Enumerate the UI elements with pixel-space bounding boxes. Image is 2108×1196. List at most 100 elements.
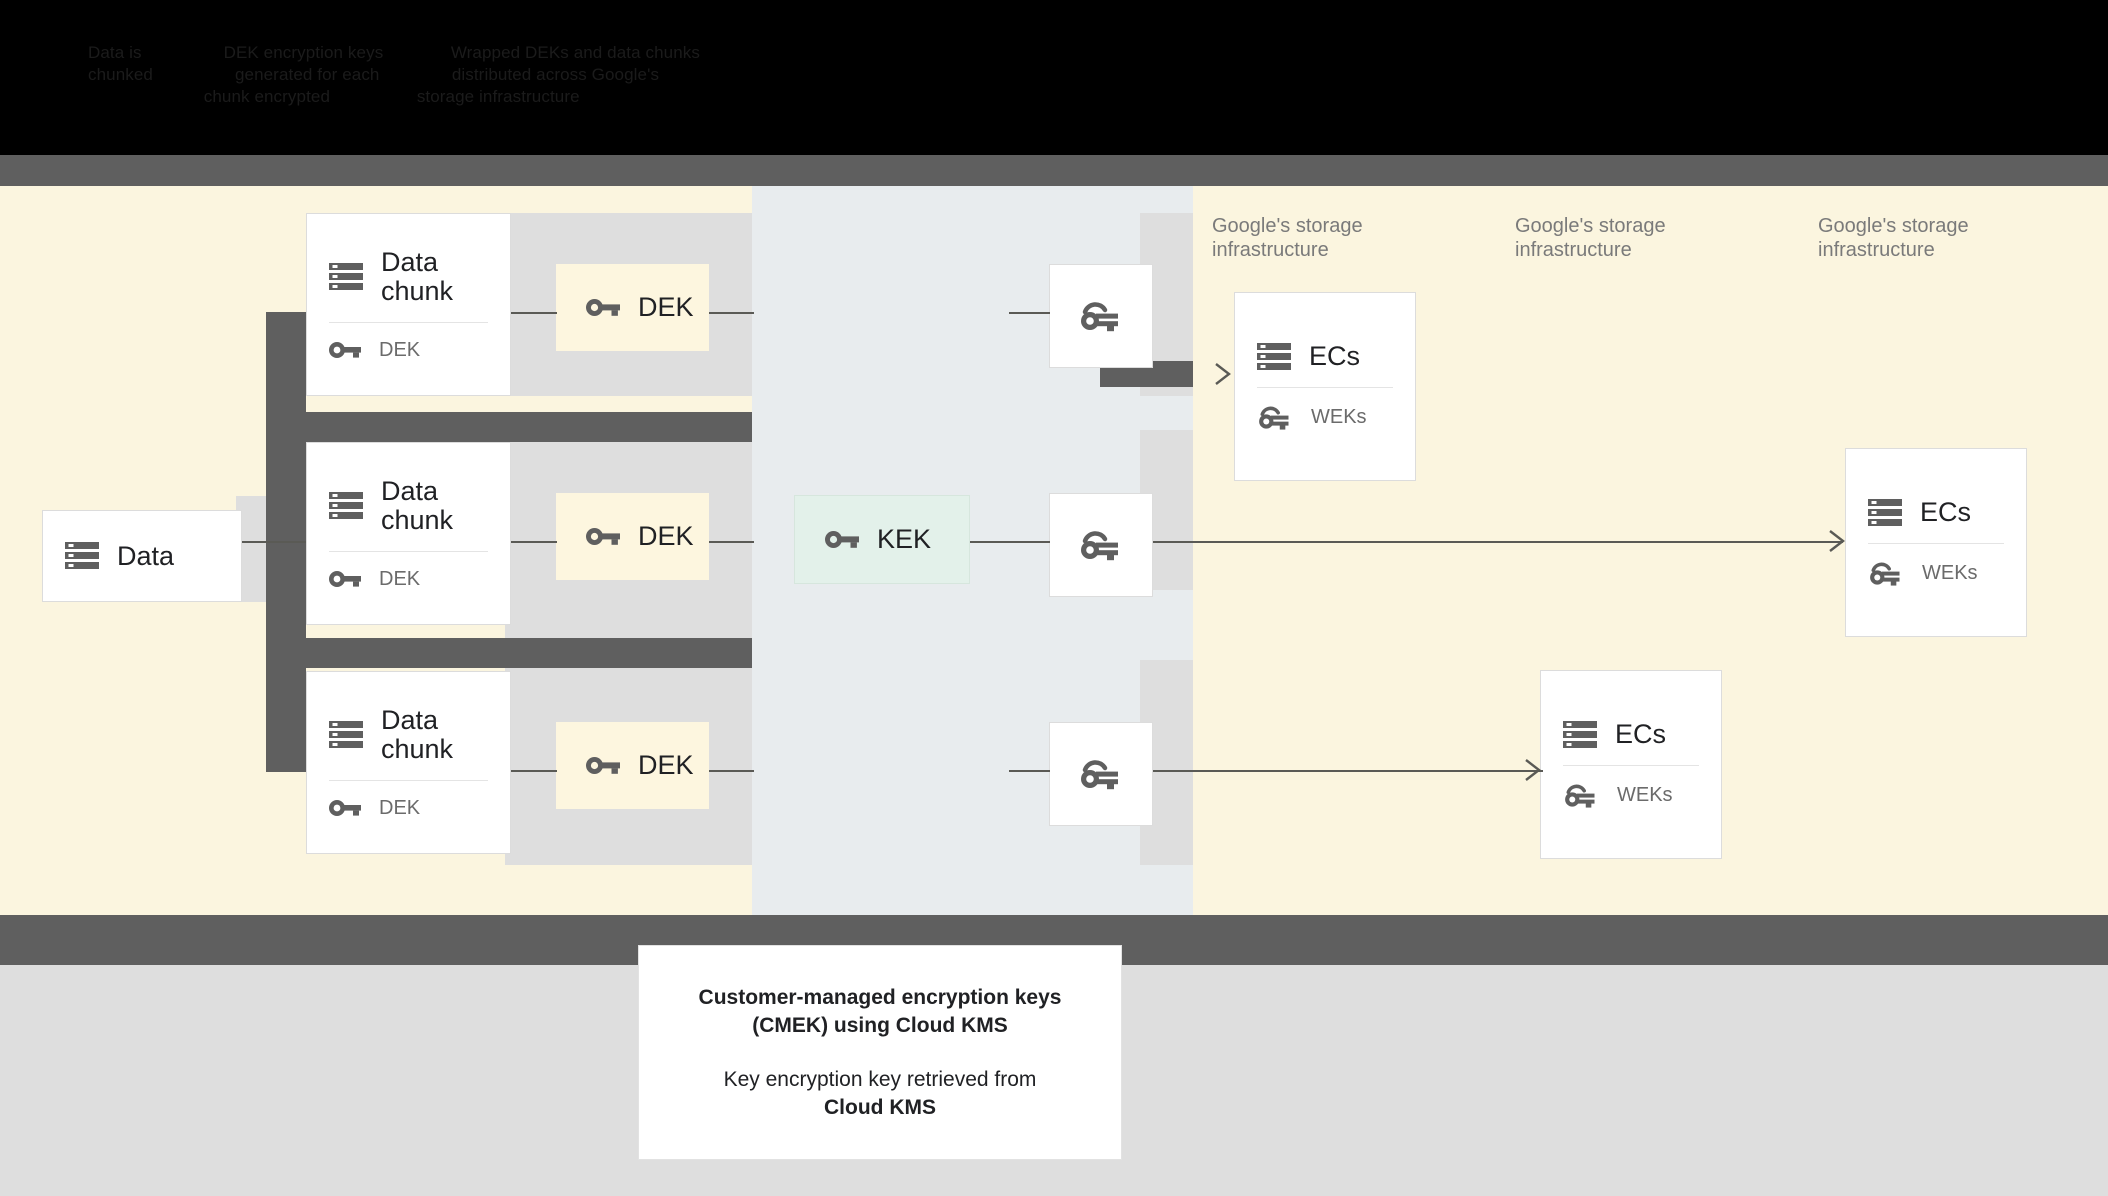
card-divider [1257, 387, 1393, 388]
card-storage-1[interactable]: ECs WEKs [1234, 292, 1416, 481]
wrapped-key-icon [1079, 528, 1123, 562]
dek-box-3-label: DEK [638, 750, 694, 780]
header-text-line-3: chunk encrypted storage infrastructure [88, 87, 580, 106]
card-storage-1-title: ECs [1309, 341, 1361, 371]
card-data-chunk-3-key: DEK [307, 797, 510, 820]
region-label-1: Google's storage infrastructure [1212, 215, 1363, 261]
key-icon [586, 526, 620, 547]
database-icon [329, 262, 363, 291]
card-data-chunk-1-key: DEK [307, 339, 510, 362]
database-icon [329, 720, 363, 749]
connector-dek3-out [709, 770, 754, 772]
key-icon [329, 569, 361, 589]
wrapped-key-icon [1563, 782, 1599, 809]
region-label-2: Google's storage infrastructure [1515, 215, 1666, 261]
dek-box-1[interactable]: DEK [556, 264, 709, 351]
key-icon [586, 755, 620, 776]
card-divider [1563, 765, 1699, 766]
kek-box[interactable]: KEK [794, 495, 970, 584]
card-storage-2-title: ECs [1615, 719, 1667, 749]
dek-box-1-label: DEK [638, 292, 694, 322]
card-data-chunk-2-key-label: DEK [379, 567, 421, 590]
card-data-chunk-2-header: Data chunk [307, 475, 510, 535]
card-data-source-title: Data [117, 540, 175, 571]
caption-title-line-2: (CMEK) using Cloud KMS [752, 1013, 1008, 1037]
card-storage-3[interactable]: ECs WEKs [1845, 448, 2027, 637]
dek-box-2[interactable]: DEK [556, 493, 709, 580]
caption-title-line-1: Customer-managed encryption keys [698, 985, 1062, 1009]
region-label-3: Google's storage infrastructure [1818, 215, 1969, 261]
card-data-chunk-2-key: DEK [307, 568, 510, 591]
connector-wrapped3-to-storage2 [1153, 770, 1543, 772]
wrapped-key-icon [1079, 757, 1123, 791]
header-text-line-1: Data is DEK encryption keys Wrapped DEKs… [88, 43, 700, 62]
card-data-chunk-1-header: Data chunk [307, 246, 510, 306]
card-data-chunk-1-title: Data chunk [381, 246, 454, 306]
card-data-chunk-1[interactable]: Data chunk DEK [306, 213, 511, 396]
database-icon [1257, 342, 1291, 371]
card-data-chunk-2[interactable]: Data chunk DEK [306, 442, 511, 625]
card-storage-2[interactable]: ECs WEKs [1540, 670, 1722, 859]
card-storage-3-title: ECs [1920, 497, 1972, 527]
connector-wrapped2-to-storage3 [1153, 541, 1843, 543]
wrapped-key-icon [1257, 404, 1293, 431]
caption-box: Customer-managed encryption keys (CMEK) … [638, 945, 1122, 1160]
card-storage-3-key: WEKs [1846, 560, 2026, 587]
arrowhead-top [1215, 363, 1231, 385]
wrapped-key-box-3[interactable] [1049, 722, 1153, 826]
card-storage-2-header: ECs [1541, 720, 1721, 749]
card-storage-2-key-label: WEKs [1617, 784, 1673, 806]
database-icon [1868, 498, 1902, 527]
card-data-chunk-3-header: Data chunk [307, 704, 510, 764]
card-data-chunk-3[interactable]: Data chunk DEK [306, 671, 511, 854]
caption-title: Customer-managed encryption keys (CMEK) … [699, 984, 1062, 1040]
kek-box-label: KEK [877, 524, 932, 554]
connector-to-wrapped-3 [1009, 770, 1050, 772]
bracket-arm-bottom [266, 638, 752, 668]
card-storage-1-key: WEKs [1235, 404, 1415, 431]
connector-chunk1-to-dek1 [511, 312, 557, 314]
connector-dek2-out [709, 541, 754, 543]
wrapped-key-box-2[interactable] [1049, 493, 1153, 597]
header-divider-band [0, 155, 2108, 186]
card-storage-3-header: ECs [1846, 498, 2026, 527]
connector-data-to-chunks [242, 541, 306, 543]
card-storage-1-key-label: WEKs [1311, 406, 1367, 428]
caption-body-line-2: Cloud KMS [824, 1095, 936, 1119]
card-data-chunk-3-title: Data chunk [381, 704, 454, 764]
database-icon [1563, 720, 1597, 749]
key-icon [586, 297, 620, 318]
card-divider [1868, 543, 2004, 544]
card-divider [329, 779, 488, 781]
card-storage-3-key-label: WEKs [1922, 562, 1978, 584]
card-data-source[interactable]: Data [42, 510, 242, 602]
card-divider [329, 550, 488, 552]
caption-body: Key encryption key retrieved from Cloud … [724, 1066, 1037, 1122]
card-data-chunk-3-key-label: DEK [379, 796, 421, 819]
bracket-arm-top [266, 412, 752, 442]
wrapped-key-box-1[interactable] [1049, 264, 1153, 368]
dek-box-2-label: DEK [638, 521, 694, 551]
card-storage-1-header: ECs [1235, 342, 1415, 371]
connector-chunk3-to-dek3 [511, 770, 557, 772]
card-data-chunk-1-key-label: DEK [379, 338, 421, 361]
key-icon [329, 340, 361, 360]
wrapped-key-icon [1868, 560, 1904, 587]
database-icon [329, 491, 363, 520]
caption-body-line-1: Key encryption key retrieved from [723, 1067, 1037, 1091]
connector-to-wrapped-1 [1009, 312, 1050, 314]
card-data-source-row: Data [43, 540, 241, 571]
key-icon [825, 529, 859, 550]
card-storage-2-key: WEKs [1541, 782, 1721, 809]
header-banner [0, 0, 2108, 155]
key-icon [329, 798, 361, 818]
connector-kek-to-wrapped-2 [970, 541, 1050, 543]
dek-box-3[interactable]: DEK [556, 722, 709, 809]
arrowhead-right [1829, 530, 1845, 552]
card-divider [329, 321, 488, 323]
connector-dek1-out [709, 312, 754, 314]
arrowhead-middle [1525, 759, 1541, 781]
card-data-chunk-2-title: Data chunk [381, 475, 454, 535]
header-text-line-2: chunked generated for each distributed a… [88, 65, 660, 84]
